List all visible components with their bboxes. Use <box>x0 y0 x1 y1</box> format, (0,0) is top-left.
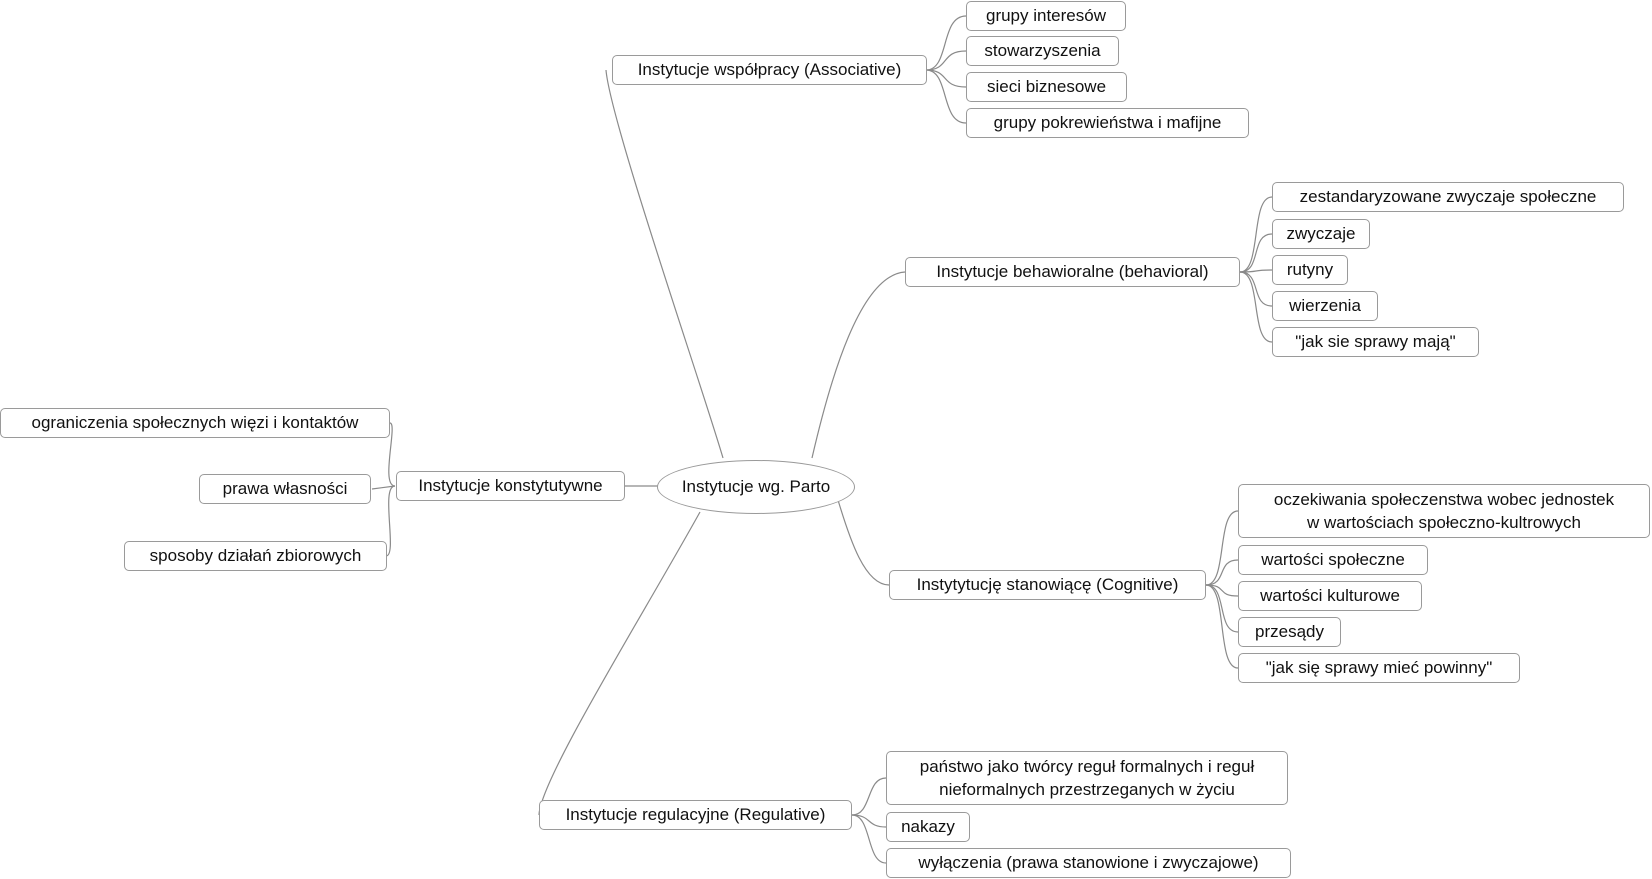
link-behavioral-4 <box>1239 271 1273 307</box>
constitutive-item-2: prawa własności <box>199 474 371 504</box>
constitutive-item-1: ograniczenia społecznych więzi i kontakt… <box>0 408 390 438</box>
cognitive-item-3: wartości kulturowe <box>1238 581 1422 611</box>
link-constitutive-2 <box>371 485 396 490</box>
link-cognitive-1 <box>1205 510 1239 586</box>
branch-associative: Instytucje współpracy (Associative) <box>612 55 927 85</box>
associative-item-1: grupy interesów <box>966 1 1126 31</box>
link-root-associative <box>605 69 724 459</box>
link-cognitive-4 <box>1205 584 1239 633</box>
link-constitutive-3 <box>385 485 396 557</box>
link-associative-1 <box>925 15 967 71</box>
cognitive-item-4: przesądy <box>1238 617 1341 647</box>
link-associative-2 <box>925 50 967 71</box>
link-regulative-3 <box>851 814 887 864</box>
branch-behavioral: Instytucje behawioralne (behavioral) <box>905 257 1240 287</box>
associative-item-2: stowarzyszenia <box>966 36 1119 66</box>
link-root-behavioral <box>811 271 906 459</box>
cognitive-item-1: oczekiwania społeczenstwa wobec jednoste… <box>1238 484 1650 538</box>
link-associative-3 <box>925 69 967 88</box>
branch-regulative: Instytucje regulacyjne (Regulative) <box>539 800 852 830</box>
regulative-item-3: wyłączenia (prawa stanowione i zwyczajow… <box>886 848 1291 878</box>
link-cognitive-2 <box>1205 559 1239 586</box>
link-behavioral-1 <box>1239 196 1273 273</box>
behavioral-item-4: wierzenia <box>1272 291 1378 321</box>
link-constitutive-1 <box>388 422 396 487</box>
branch-cognitive: Instytytucję stanowiącę (Cognitive) <box>889 570 1206 600</box>
link-regulative-1 <box>851 777 887 816</box>
associative-item-3: sieci biznesowe <box>966 72 1127 102</box>
branch-constitutive: Instytucje konstytutywne <box>396 471 625 501</box>
link-associative-4 <box>925 69 967 124</box>
cognitive-item-5: "jak się sprawy mieć powinny" <box>1238 653 1520 683</box>
behavioral-item-2: zwyczaje <box>1272 219 1370 249</box>
root-node: Instytucje wg. Parto <box>657 460 855 514</box>
link-behavioral-3 <box>1239 269 1273 273</box>
link-cognitive-5 <box>1205 584 1239 669</box>
link-root-cognitive <box>837 499 890 586</box>
regulative-item-1: państwo jako twórcy reguł formalnych i r… <box>886 751 1288 805</box>
link-root-regulative <box>538 511 701 816</box>
constitutive-item-3: sposoby działań zbiorowych <box>124 541 387 571</box>
cognitive-item-2: wartości społeczne <box>1238 545 1428 575</box>
behavioral-item-5: "jak sie sprawy mają" <box>1272 327 1479 357</box>
link-behavioral-2 <box>1239 233 1273 273</box>
associative-item-4: grupy pokrewieństwa i mafijne <box>966 108 1249 138</box>
regulative-item-2: nakazy <box>886 812 970 842</box>
behavioral-item-1: zestandaryzowane zwyczaje społeczne <box>1272 182 1624 212</box>
link-behavioral-5 <box>1239 271 1273 343</box>
behavioral-item-3: rutyny <box>1272 255 1348 285</box>
